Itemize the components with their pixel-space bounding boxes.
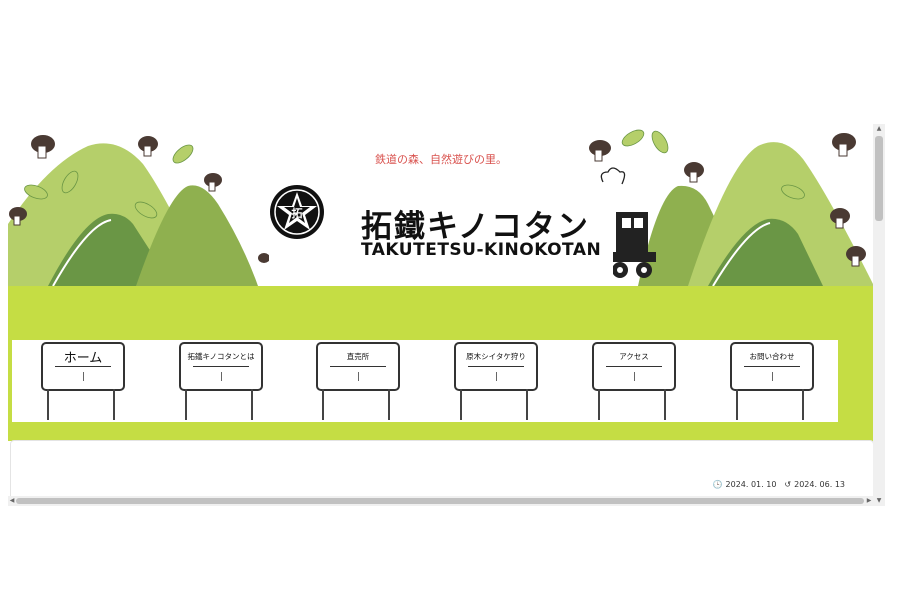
logo-japanese: 拓鐵キノコタン (361, 209, 590, 245)
global-nav: ホーム 拓鐵キノコタンとは 直売所 原木シイタケ狩り アクセス お問い合わせ (12, 340, 838, 422)
hscrollbar-thumb[interactable] (16, 498, 864, 504)
site-logo[interactable]: 拓 拓鐵キノコタン TAKUTETSU-KINOKOTAN (269, 184, 613, 286)
star-emblem-icon: 拓 (270, 185, 324, 239)
nav-item-label: お問い合わせ (749, 352, 795, 361)
nav-item-home[interactable]: ホーム (39, 342, 125, 422)
scroll-right-icon[interactable]: ▶ (866, 497, 872, 504)
scroll-left-icon[interactable]: ◀ (9, 497, 15, 504)
nav-item-about[interactable]: 拓鐵キノコタンとは (177, 342, 263, 422)
leaf-icon (24, 129, 805, 219)
hero-header: 鉄道の森、自然遊びの里。 拓 拓鐵キノコタン TAKUTETSU-KINOKOT… (8, 124, 874, 286)
mushroom-icon (9, 133, 866, 267)
clock-icon: 🕒 (712, 480, 723, 489)
nav-item-label: 直売所 (346, 352, 370, 361)
published-date: 🕒2024. 01. 10 (713, 480, 777, 489)
scroll-down-icon[interactable]: ▼ (876, 497, 882, 504)
scrollbar-thumb[interactable] (875, 136, 883, 221)
article-card: 🕒2024. 01. 10 ↺2024. 06. 13 (10, 440, 874, 506)
logo-english: TAKUTETSU-KINOKOTAN (361, 240, 602, 260)
nav-item-label: 拓鐵キノコタンとは (187, 352, 255, 361)
nav-band: ホーム 拓鐵キノコタンとは 直売所 原木シイタケ狩り アクセス お問い合わせ (8, 286, 874, 441)
history-icon: ↺ (784, 480, 792, 489)
page-viewport: 鉄道の森、自然遊びの里。 拓 拓鐵キノコタン TAKUTETSU-KINOKOT… (8, 124, 885, 506)
logo-mark-text: 拓 (292, 206, 303, 220)
nav-item-label: アクセス (619, 352, 649, 361)
nav-item-shop[interactable]: 直売所 (314, 342, 400, 422)
site-tagline: 鉄道の森、自然遊びの里。 (375, 153, 507, 166)
updated-date: ↺2024. 06. 13 (784, 480, 845, 489)
published-date-text: 2024. 01. 10 (725, 480, 777, 489)
nav-item-shiitake[interactable]: 原木シイタケ狩り (452, 342, 538, 422)
nav-item-label: 原木シイタケ狩り (466, 352, 526, 361)
train-icon (600, 167, 656, 278)
scroll-up-icon[interactable]: ▲ (876, 125, 882, 132)
nav-item-label: ホーム (63, 351, 103, 366)
post-dates: 🕒2024. 01. 10 ↺2024. 06. 13 (713, 480, 845, 489)
vertical-scrollbar[interactable]: ▲ ▼ (873, 124, 885, 506)
mountains-illustration (8, 129, 874, 286)
nav-item-access[interactable]: アクセス (590, 342, 676, 422)
nav-item-contact[interactable]: お問い合わせ (728, 342, 814, 422)
horizontal-scrollbar[interactable]: ◀ ▶ (8, 496, 873, 506)
updated-date-text: 2024. 06. 13 (794, 480, 845, 489)
